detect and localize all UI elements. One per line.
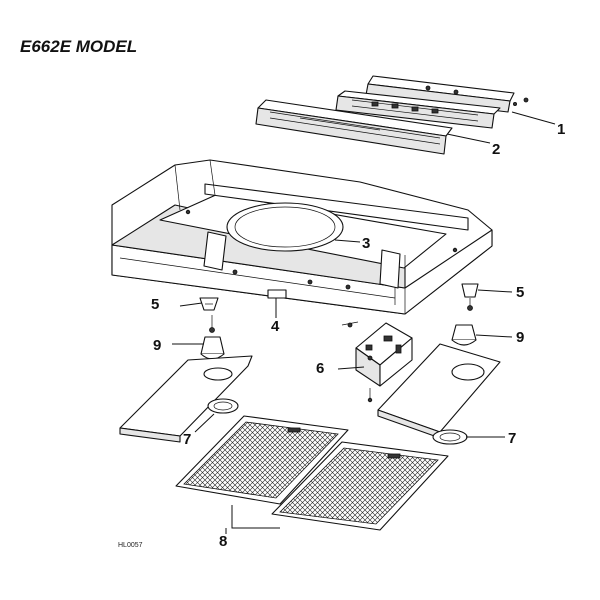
- callout-9-right: 9: [516, 329, 524, 346]
- drawing-code: HL0057: [118, 542, 143, 549]
- part-7-lens-panel-right: [377, 343, 501, 445]
- part-5-lamp-socket-right: [461, 283, 479, 311]
- part-6-control-module: [341, 321, 413, 403]
- part-7-lens-panel-left: [119, 355, 253, 443]
- callout-4: 4: [271, 318, 280, 335]
- callout-2: 2: [492, 141, 500, 158]
- part-2-front-trim: [255, 99, 453, 155]
- callout-5-left: 5: [151, 296, 159, 313]
- callout-3: 3: [362, 235, 370, 252]
- part-5-lamp-socket-left: [199, 297, 219, 333]
- callout-8: 8: [219, 533, 227, 550]
- callout-7-right: 7: [508, 430, 516, 447]
- part-8-grease-filter-right: [271, 441, 449, 531]
- part-9-lamp-right: [451, 324, 477, 346]
- part-1-rear-bracket: [335, 75, 529, 129]
- callout-5-right: 5: [516, 284, 524, 301]
- part-9-lamp-left: [200, 336, 225, 360]
- hood-body: [111, 159, 493, 315]
- callout-9-left: 9: [153, 337, 161, 354]
- callout-7-left: 7: [183, 431, 191, 448]
- leader-lines: [172, 111, 556, 534]
- part-3-fan-opening: [226, 202, 344, 252]
- part-8-grease-filter-left: [175, 415, 349, 505]
- callout-6: 6: [316, 360, 324, 377]
- callout-1: 1: [557, 121, 565, 138]
- diagram-title: E662E MODEL: [20, 37, 137, 56]
